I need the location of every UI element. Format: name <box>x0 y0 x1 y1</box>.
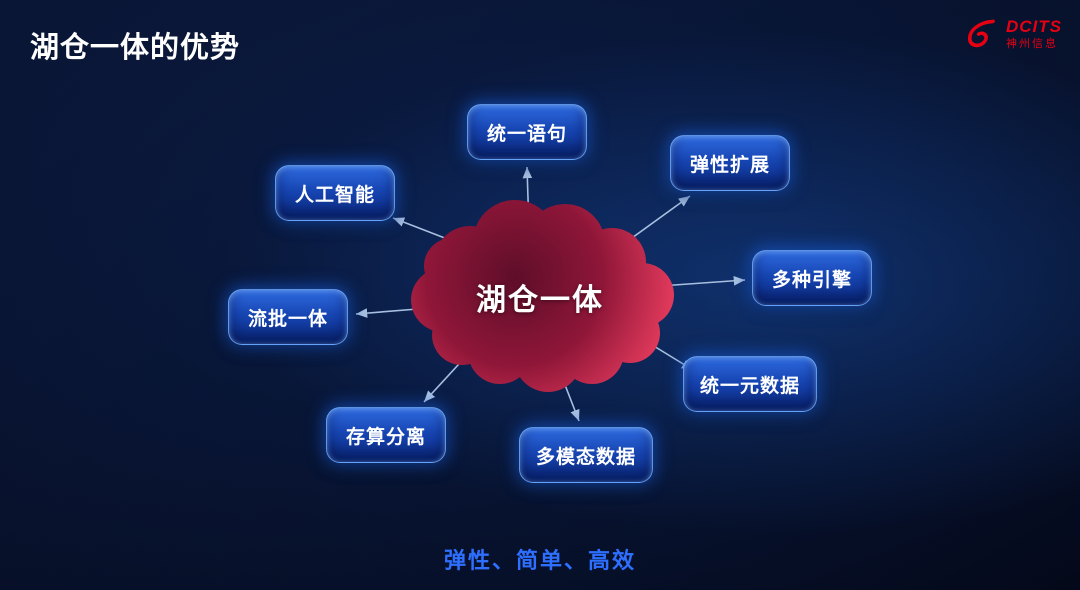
node-elastic-expansion: 弹性扩展 <box>670 135 790 191</box>
hub-cloud-label: 湖仓一体 <box>476 284 604 317</box>
node-artificial-intelligence: 人工智能 <box>275 165 395 221</box>
logo-text: DCITS 神州信息 <box>1006 16 1062 51</box>
node-unified-statement: 统一语句 <box>467 104 587 160</box>
slide-footer-tagline: 弹性、简单、高效 <box>443 548 637 573</box>
node-multiple-engines: 多种引擎 <box>752 250 872 306</box>
slide-title: 湖仓一体的优势 <box>30 32 241 64</box>
arrow-to-multiple-engines <box>659 276 746 287</box>
logo-brand-text: DCITS <box>1006 16 1062 36</box>
node-unified-metadata: 统一元数据 <box>682 356 818 412</box>
node-stream-batch: 流批一体 <box>228 289 348 345</box>
dcits-logo-icon <box>967 19 995 48</box>
node-multimodal-data: 多模态数据 <box>518 427 654 483</box>
logo-company-text: 神州信息 <box>1006 38 1058 51</box>
company-logo: DCITS 神州信息 <box>965 16 1062 52</box>
hub-cloud-shape <box>411 200 674 392</box>
node-storage-compute: 存算分离 <box>326 407 446 463</box>
